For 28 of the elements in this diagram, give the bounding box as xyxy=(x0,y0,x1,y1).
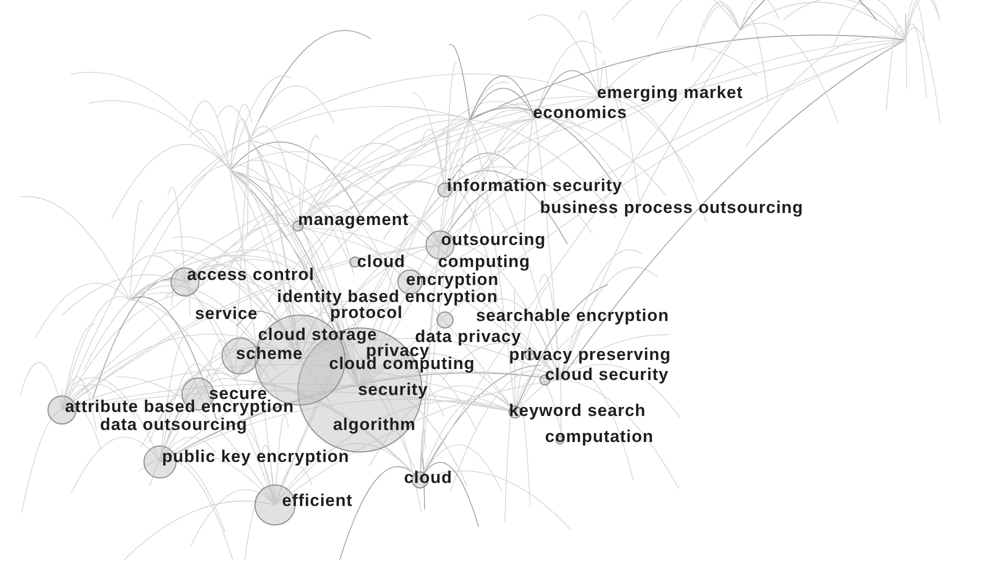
keyword-label: business process outsourcing xyxy=(540,199,804,217)
keyword-label: algorithm xyxy=(333,416,416,434)
keyword-label: privacy preserving xyxy=(509,346,671,364)
keyword-label: encryption xyxy=(406,271,499,289)
keyword-label: efficient xyxy=(282,492,353,510)
keyword-label: cloud storage xyxy=(258,326,378,344)
keyword-label: data outsourcing xyxy=(100,416,248,434)
keyword-label: service xyxy=(195,305,258,323)
keyword-label: scheme xyxy=(236,345,303,363)
keyword-label: computing xyxy=(438,253,530,271)
keyword-label: cloud xyxy=(357,253,406,271)
keyword-label: access control xyxy=(187,266,314,284)
keyword-label: cloud xyxy=(404,469,452,487)
keyword-label: economics xyxy=(533,104,628,122)
keyword-label: information security xyxy=(447,177,622,195)
keyword-label: identity based encryption xyxy=(277,288,498,306)
keyword-label: emerging market xyxy=(597,84,743,102)
keyword-label: searchable encryption xyxy=(476,307,670,325)
keyword-label: keyword search xyxy=(509,402,646,420)
keyword-label: cloud security xyxy=(545,366,669,384)
keyword-label: outsourcing xyxy=(441,231,546,249)
keyword-label: protocol xyxy=(330,304,403,322)
keyword-label: security xyxy=(358,381,428,399)
keyword-label: attribute based encryption xyxy=(65,398,294,416)
keyword-label: data privacy xyxy=(415,328,522,346)
keyword-label: computation xyxy=(545,428,654,446)
keyword-label: management xyxy=(298,211,409,229)
keyword-label: public key encryption xyxy=(162,448,350,466)
